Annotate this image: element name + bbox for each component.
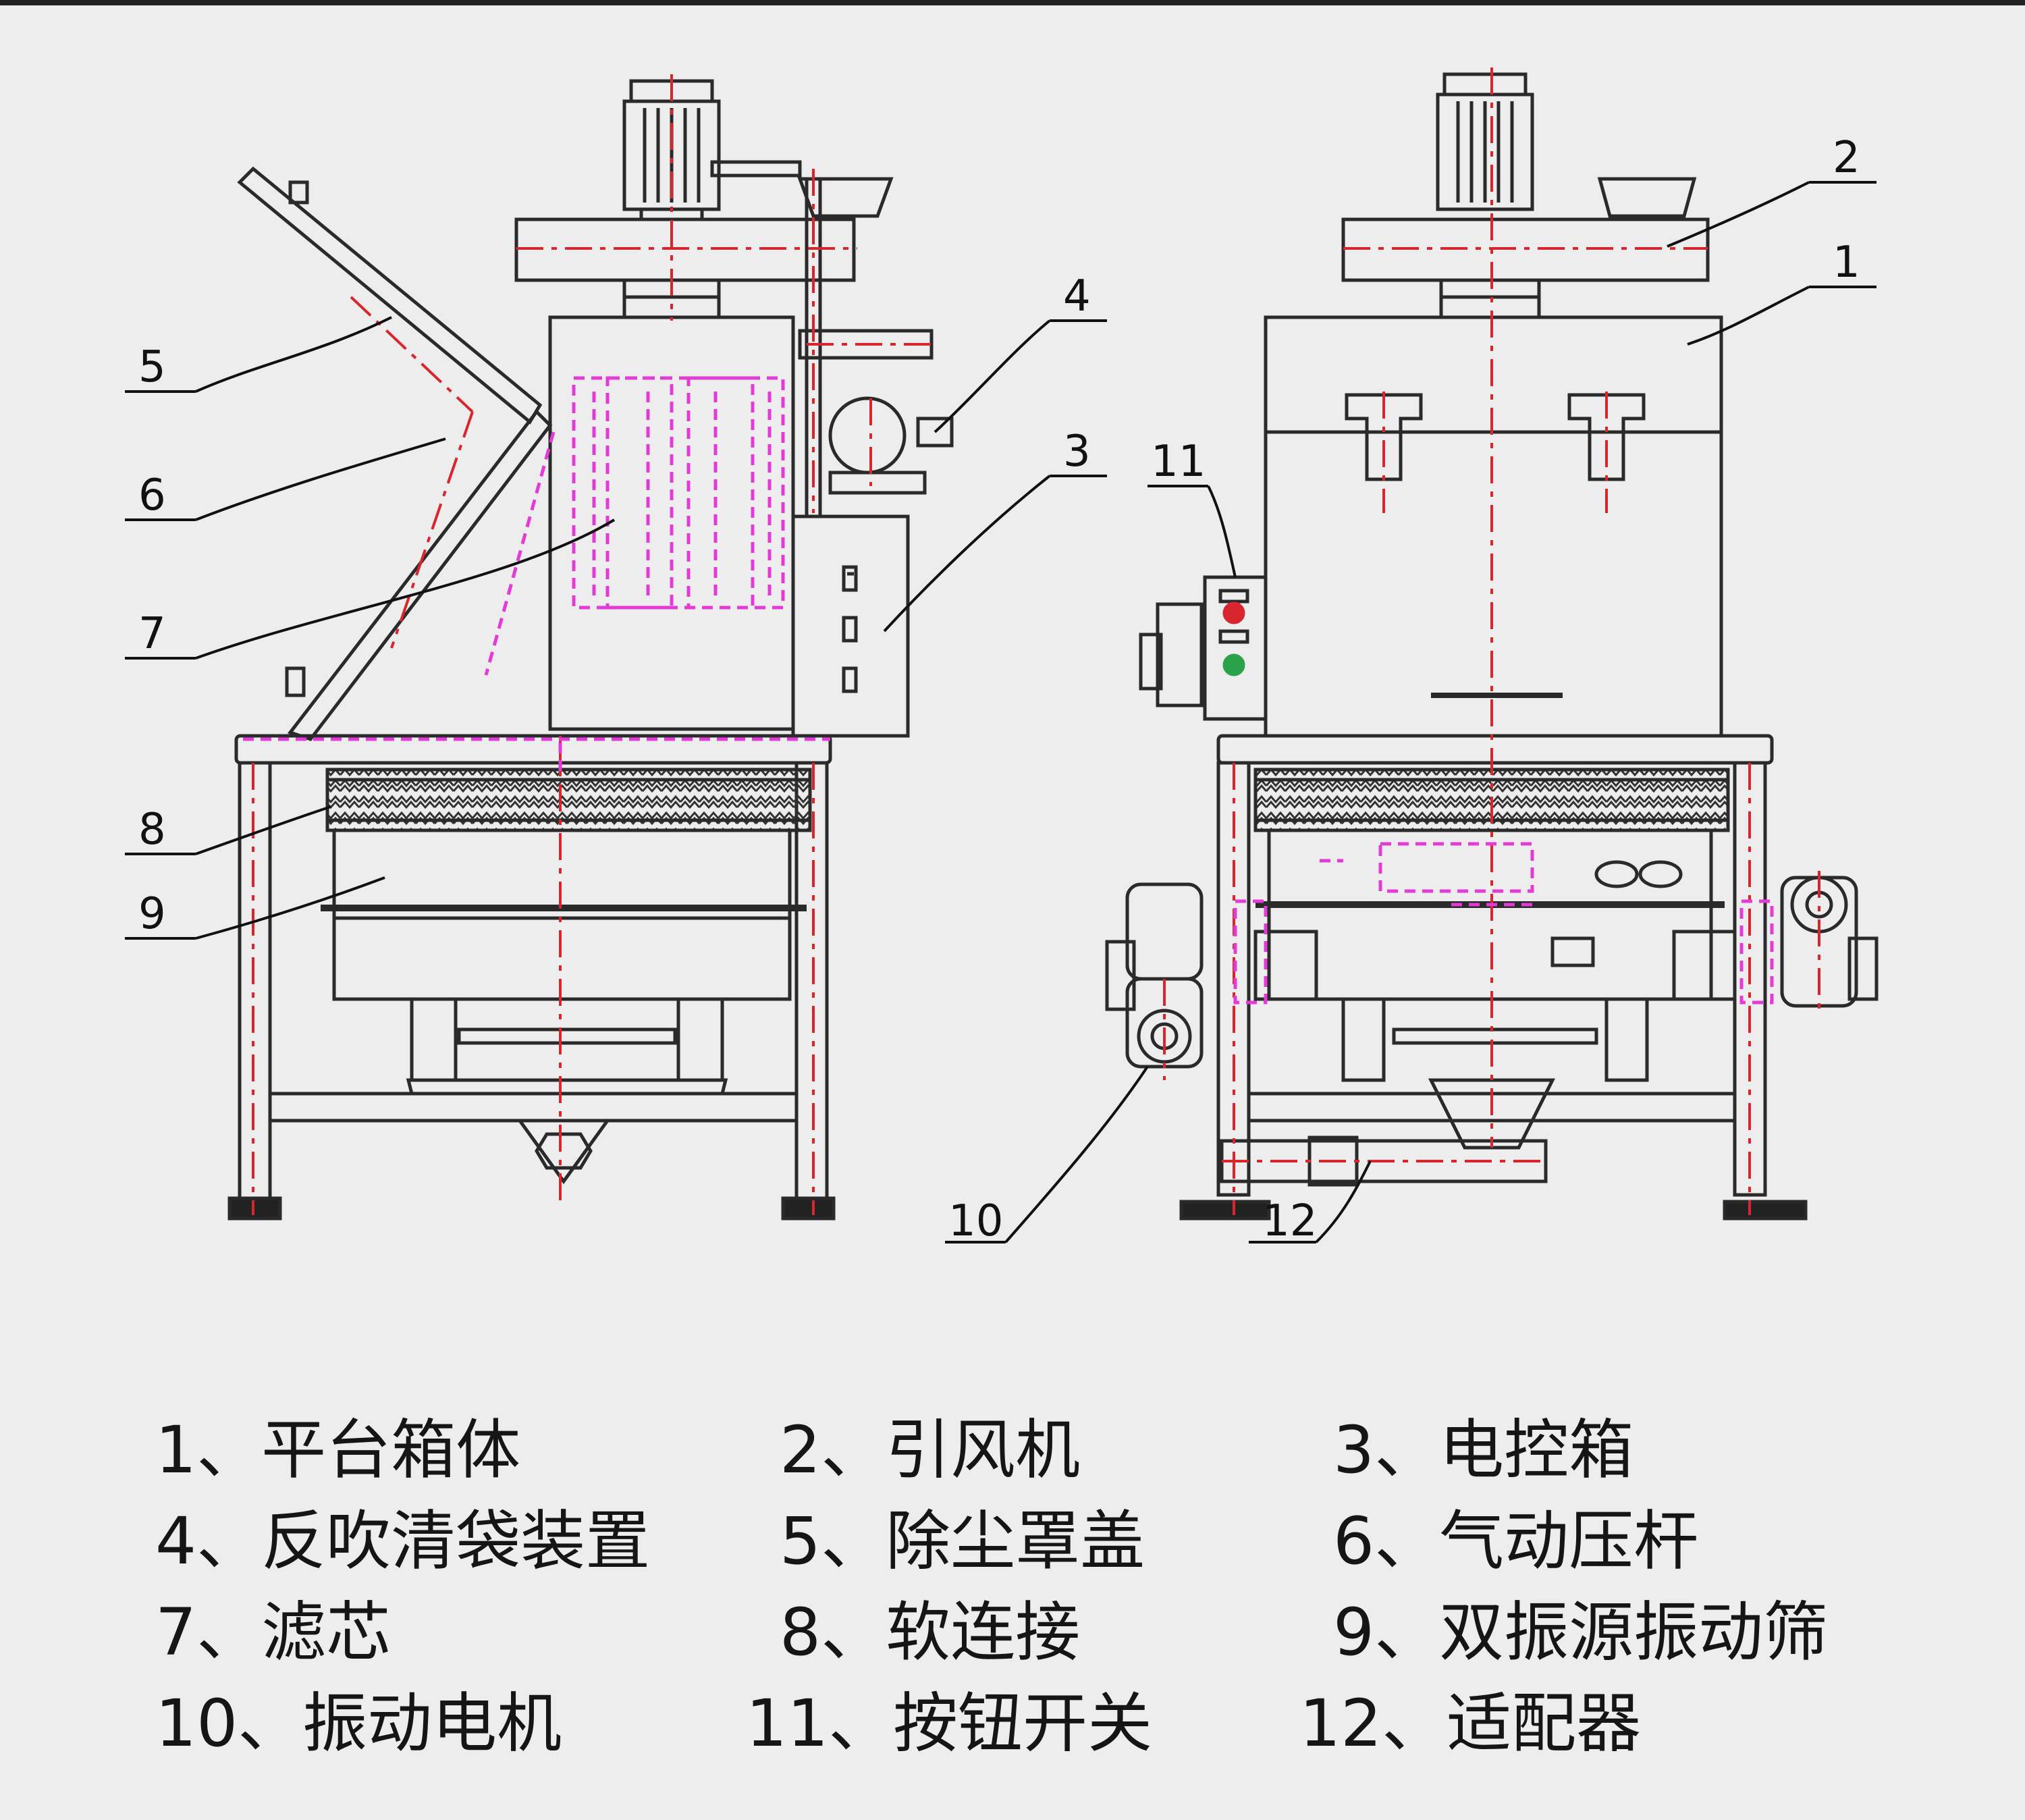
left-centerlines	[252, 74, 932, 1215]
left-view	[227, 79, 954, 1221]
callout-10: 10	[948, 1196, 1003, 1246]
blower-motor-left	[622, 79, 802, 221]
callout-11: 11	[1151, 437, 1206, 487]
legend-item-11: 11、按钮开关	[746, 1686, 1153, 1761]
callout-2: 2	[1833, 133, 1860, 183]
platform-box-right	[1264, 315, 1723, 738]
right-hidden	[1233, 842, 1774, 1005]
dust-cover-arm	[237, 166, 543, 425]
legend-item-6: 6、气动压杆	[1333, 1503, 1699, 1579]
callout-5: 5	[138, 342, 166, 392]
legend-item-4: 4、反吹清袋装置	[155, 1503, 651, 1579]
legend-item-5: 5、除尘罩盖	[780, 1503, 1145, 1579]
left-filters	[243, 376, 830, 776]
callout-8: 8	[138, 805, 166, 855]
callout-3: 3	[1063, 427, 1091, 477]
legend-item-12: 12、适配器	[1299, 1686, 1642, 1761]
callout-7: 7	[138, 609, 166, 659]
vibration-motor-left	[1105, 882, 1204, 1069]
legend-item-8: 8、软连接	[780, 1595, 1081, 1670]
frame-top-left	[234, 734, 832, 765]
legend-item-10: 10、振动电机	[155, 1686, 562, 1761]
button-switch-box	[1203, 575, 1268, 721]
vibrating-screen-left	[332, 828, 792, 1001]
callout-4: 4	[1063, 271, 1091, 321]
electric-box	[791, 514, 910, 738]
legend-item-1: 1、平台箱体	[155, 1412, 521, 1488]
callout-1: 1	[1833, 238, 1860, 288]
legend-item-9: 9、双振源振动筛	[1333, 1595, 1829, 1670]
frame-top-right	[1216, 734, 1774, 765]
parts-legend: 1、平台箱体 2、引风机 3、电控箱 4、反吹清袋装置 5、除尘罩盖 6、气动压…	[0, 1397, 2025, 1775]
legend-item-2: 2、引风机	[780, 1412, 1081, 1488]
legend-item-7: 7、滤芯	[155, 1595, 392, 1670]
vibrating-screen-right	[1267, 828, 1713, 1001]
callout-6: 6	[138, 471, 166, 520]
leader-lines	[125, 181, 1877, 1243]
top-border	[0, 0, 2025, 5]
right-centerlines	[1163, 68, 1820, 1215]
vibration-motor-right	[1780, 876, 1879, 1008]
callout-12: 12	[1262, 1196, 1317, 1246]
legend-item-3: 3、电控箱	[1333, 1412, 1634, 1488]
callout-9: 9	[138, 889, 166, 939]
